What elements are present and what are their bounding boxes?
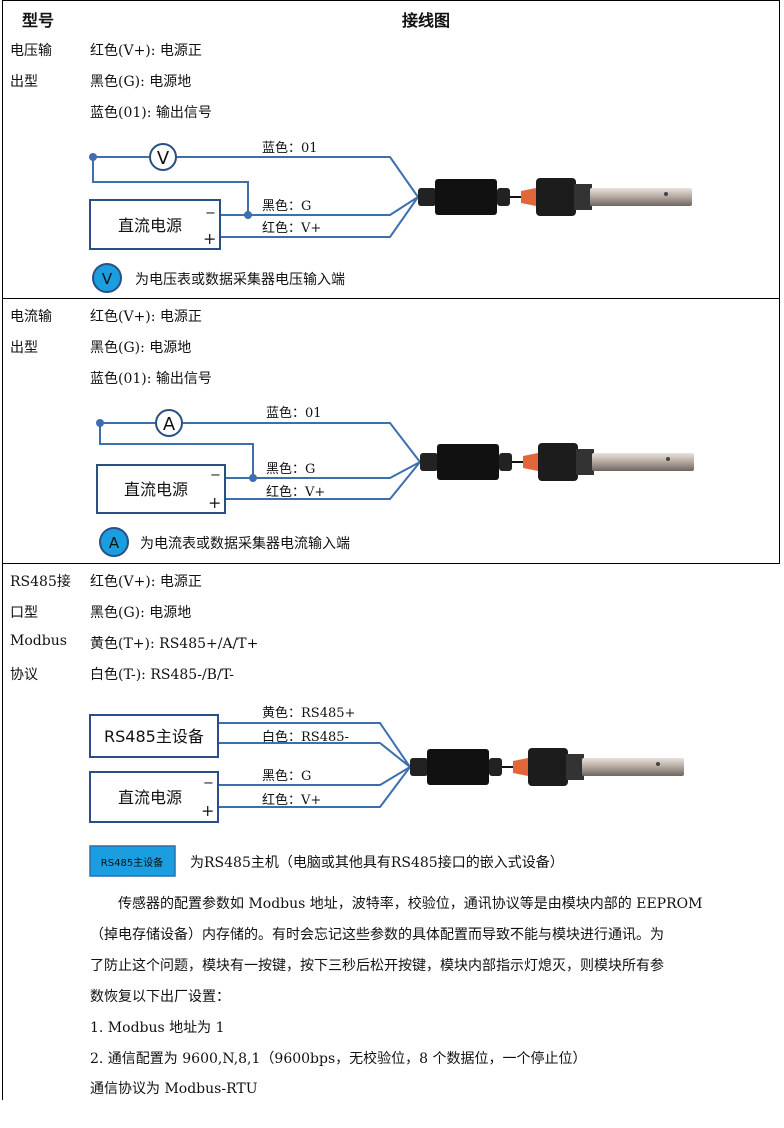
- rs485-wiring-diagram: 黄色：RS485+ 白色：RS485- 黑色：G 红色：V+ RS485主设备 …: [89, 705, 685, 877]
- label-blue: 蓝色：01: [266, 405, 322, 421]
- note-paragraph-line: （掉电存储设备）内存储的。有时会忘记这些参数的具体配置而导致不能与模块进行通讯。…: [90, 927, 664, 943]
- power-supply-box: [96, 464, 226, 514]
- wire-desc: 蓝色(01): 输出信号: [90, 371, 212, 387]
- junction-dot: [89, 153, 97, 161]
- minus-sign: −: [203, 776, 214, 791]
- type-label: RS485接: [10, 574, 71, 590]
- rs485-master-box: [89, 714, 219, 758]
- table-border-right: [779, 0, 780, 563]
- wires: [99, 422, 421, 500]
- legend-symbol: V: [102, 270, 113, 288]
- junction-dot: [249, 474, 257, 482]
- sensor-image: [417, 177, 693, 217]
- power-supply-label: 直流电源: [118, 216, 182, 235]
- note-paragraph-line: 传感器的配置参数如 Modbus 地址，波特率，校验位，通讯协议等是由模块内部的…: [118, 896, 703, 912]
- minus-sign: −: [205, 206, 216, 221]
- table-border-top: [2, 0, 780, 1]
- row-divider: [2, 563, 780, 564]
- label-blue: 蓝色：01: [262, 140, 318, 156]
- ammeter-icon: [155, 409, 183, 437]
- wire-desc: 蓝色(01): 输出信号: [90, 105, 212, 121]
- legend-symbol: A: [109, 534, 120, 552]
- note-paragraph-line: 了防止这个问题，模块有一按键，按下三秒后松开按键，模块内部指示灯熄灭，则模块所有…: [90, 958, 664, 974]
- power-supply-box: [89, 771, 219, 823]
- wire-desc: 黑色(G): 电源地: [90, 74, 192, 90]
- type-label: 出型: [10, 340, 38, 356]
- plus-sign: +: [201, 801, 214, 820]
- junction-dot: [96, 419, 104, 427]
- wire-desc: 白色(T-): RS485-/B/T-: [90, 667, 234, 683]
- label-white: 白色：RS485-: [262, 729, 349, 745]
- type-label: 电流输: [10, 309, 52, 325]
- default-setting-item: 1. Modbus 地址为 1: [90, 1020, 225, 1036]
- plus-sign: +: [208, 493, 221, 512]
- wire-desc: 红色(V+): 电源正: [90, 574, 202, 590]
- wire-desc: 黄色(T+): RS485+/A/T+: [90, 636, 259, 652]
- wire-desc: 红色(V+): 电源正: [90, 43, 202, 59]
- table-border-left: [2, 0, 3, 1100]
- voltmeter-legend-icon: [92, 263, 122, 293]
- type-label: 协议: [10, 667, 38, 683]
- plus-sign: +: [203, 229, 216, 248]
- label-red: 红色：V+: [266, 484, 325, 500]
- type-label: 出型: [10, 74, 38, 90]
- meter-symbol: A: [163, 414, 176, 435]
- protocol-note: 通信协议为 Modbus-RTU: [90, 1081, 258, 1097]
- wire-desc: 红色(V+): 电源正: [90, 309, 202, 325]
- voltage-wiring-diagram: V 蓝色：01 黑色：G 红色：V+ 直流电源 − + V 为电压表或数据采集器…: [89, 140, 693, 293]
- power-supply-label: 直流电源: [118, 788, 182, 807]
- label-black: 黑色：G: [262, 198, 311, 214]
- type-label: 口型: [10, 605, 38, 621]
- row-divider: [2, 298, 780, 299]
- legend-badge-text: RS485主设备: [101, 856, 163, 869]
- power-supply-label: 直流电源: [124, 480, 188, 499]
- header-model: 型号: [22, 11, 55, 30]
- minus-sign: −: [210, 468, 221, 483]
- sensor-image: [419, 442, 695, 482]
- wires: [92, 156, 419, 238]
- rs485-legend-badge: [89, 845, 176, 877]
- power-supply-box: [89, 199, 221, 250]
- voltmeter-icon: [149, 143, 177, 171]
- sensor-image: [409, 747, 685, 787]
- meter-symbol: V: [157, 148, 170, 169]
- rs485-master-label: RS485主设备: [104, 727, 204, 746]
- type-label: 电压输: [10, 43, 52, 59]
- wires: [218, 722, 411, 808]
- default-setting-item: 2. 通信配置为 9600,N,8,1（9600bps，无校验位，8 个数据位，…: [90, 1051, 587, 1067]
- note-paragraph-line: 数恢复以下出厂设置：: [90, 989, 230, 1005]
- header-wiring: 接线图: [402, 11, 451, 30]
- label-yellow: 黄色：RS485+: [262, 705, 355, 721]
- legend-text: 为电压表或数据采集器电压输入端: [135, 271, 345, 288]
- wire-desc: 黑色(G): 电源地: [90, 340, 192, 356]
- legend-text: 为RS485主机（电脑或其他具有RS485接口的嵌入式设备）: [190, 854, 564, 871]
- type-label: Modbus: [10, 633, 67, 649]
- current-wiring-diagram: A 蓝色：01 黑色：G 红色：V+ 直流电源 − + A 为电流表或数据采集器…: [96, 405, 695, 557]
- label-red: 红色：V+: [262, 792, 321, 808]
- label-black: 黑色：G: [262, 768, 311, 784]
- label-black: 黑色：G: [266, 461, 315, 477]
- wire-desc: 黑色(G): 电源地: [90, 605, 192, 621]
- legend-text: 为电流表或数据采集器电流输入端: [140, 535, 350, 552]
- ammeter-legend-icon: [99, 527, 129, 557]
- label-red: 红色：V+: [262, 220, 321, 236]
- junction-dot: [244, 211, 252, 219]
